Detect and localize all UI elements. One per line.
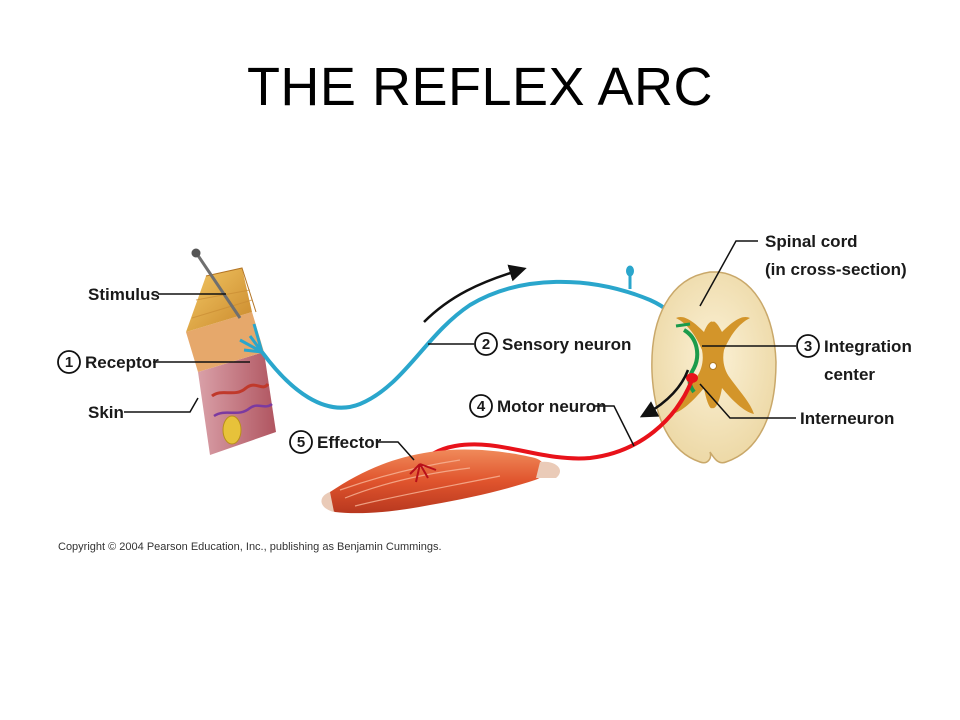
spinal-cord-cross-section [651,271,777,464]
motor-neuron [418,379,694,466]
step-2-badge: 2 [474,332,498,356]
sensory-cell-body [626,265,634,289]
spinal-cord-sublabel: (in cross-section) [765,260,907,279]
stimulus-label: Stimulus [88,285,160,304]
svg-text:4: 4 [477,398,486,415]
receptor-label: Receptor [85,353,159,372]
skin-front-face [186,312,264,372]
sensory-neuron [260,279,686,410]
interneuron-label: Interneuron [800,409,894,428]
sensory-direction-arrow [423,264,527,323]
skin-side-face [198,352,276,455]
spinal-cord-label: Spinal cord [765,232,858,251]
step-3-badge: 3 [796,334,820,358]
skin-fat-cell [222,415,242,445]
svg-text:1: 1 [65,354,73,371]
motor-direction-arrow [639,369,690,418]
motor-cell-body [686,373,698,383]
svg-text:5: 5 [297,434,305,451]
leader-lines [124,240,796,461]
sensory-neuron-label: Sensory neuron [502,335,631,354]
svg-text:2: 2 [482,336,490,353]
skin-block [186,267,276,455]
stimulus-pin-icon [191,248,242,319]
skin-dermis-detail [211,382,270,398]
integration-center-label: Integration [824,337,912,356]
central-canal [709,362,717,370]
motor-neuron-label: Motor neuron [497,397,607,416]
effector-label: Effector [317,433,382,452]
copyright-notice: Copyright © 2004 Pearson Education, Inc.… [58,541,442,553]
step-4-badge: 4 [469,394,493,418]
skin-top-face [186,268,252,332]
receptor-endings [239,323,264,354]
slide-title: THE REFLEX ARC [246,57,714,117]
skin-label: Skin [88,403,124,422]
effector-muscle [321,449,561,514]
integration-center-sublabel: center [824,365,875,384]
step-5-badge: 5 [289,430,313,454]
svg-text:3: 3 [804,338,812,355]
step-1-badge: 1 [57,350,81,374]
